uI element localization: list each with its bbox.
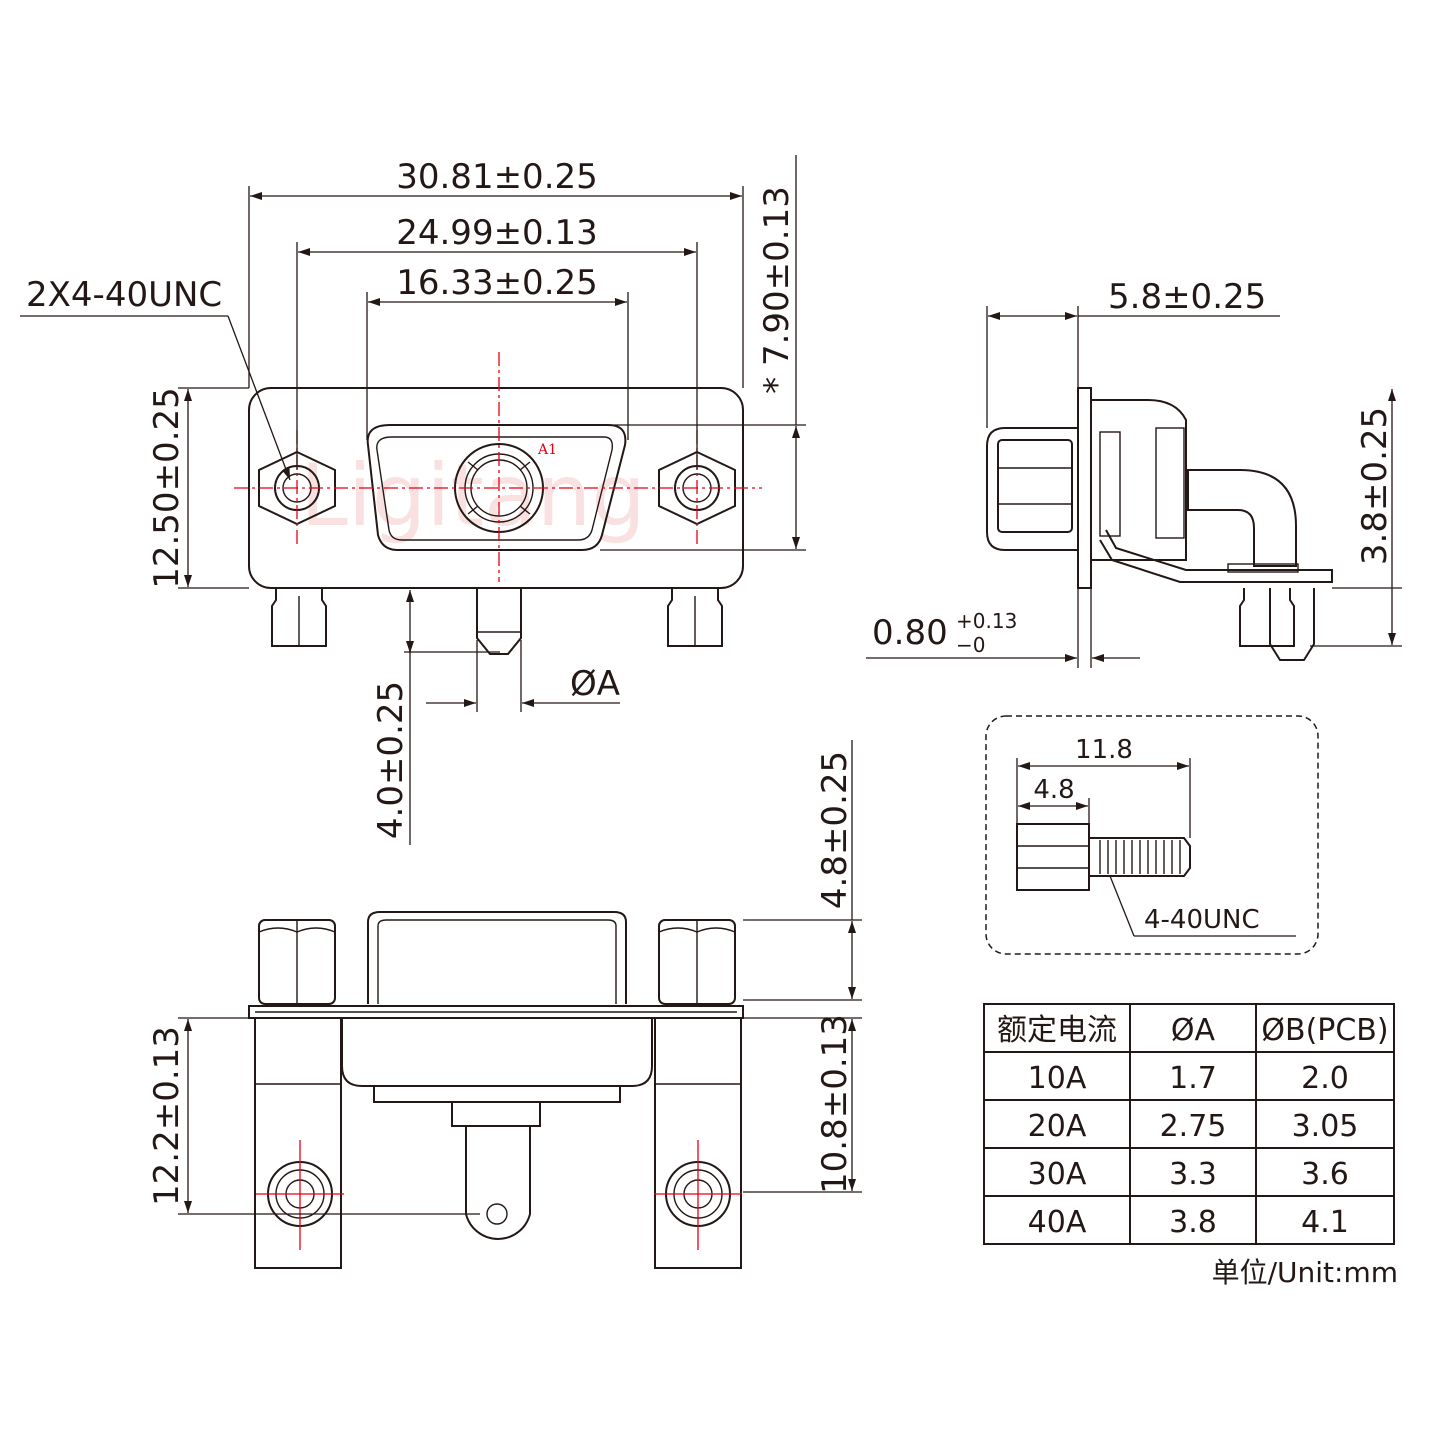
- bottom-power-pin: [465, 1126, 531, 1240]
- table-cell: 3.05: [1292, 1109, 1359, 1144]
- dim-screw-spacing: 24.99±0.13: [396, 213, 598, 253]
- table-cell: 20A: [1028, 1109, 1087, 1144]
- dim-pin-length: 4.0±0.25: [371, 681, 411, 839]
- table-cell: 40A: [1028, 1205, 1087, 1240]
- table-cell: 3.8: [1169, 1205, 1217, 1240]
- table-cell: 2.0: [1301, 1061, 1349, 1096]
- dim-screw-total: 11.8: [1075, 735, 1133, 765]
- side-view: 5.8±0.25 3.8±0.25 0.80 +0.13 −0: [866, 277, 1402, 668]
- label-screw: 2X4-40UNC: [26, 275, 222, 315]
- watermark: Ligitang: [300, 446, 646, 546]
- current-table: 额定电流 ØA ØB(PCB) 10A 1.7 2.0 20A 2.75 3.0…: [983, 1003, 1398, 1289]
- table-cell: 2.75: [1160, 1109, 1227, 1144]
- bottom-plate: [248, 1005, 744, 1019]
- dim-height: 12.50±0.25: [147, 387, 187, 589]
- dim-standoff: 4.8±0.25: [815, 751, 855, 909]
- unit-note: 单位/Unit:mm: [1212, 1256, 1398, 1289]
- bottom-shell-body: [341, 1018, 653, 1087]
- bottom-shell-top: [367, 911, 627, 1004]
- bottom-right-leg: [654, 1017, 742, 1269]
- dim-pcb-height: 3.8±0.25: [1355, 407, 1395, 565]
- dim-plate-tol-lower: −0: [956, 633, 985, 657]
- screw-hex-head: [1016, 823, 1090, 891]
- table-header-dia-a: ØA: [1171, 1013, 1216, 1048]
- dim-overall-width: 30.81±0.25: [396, 157, 598, 197]
- dim-left: 12.2±0.13: [147, 1026, 187, 1206]
- d-shell-outer: [366, 424, 627, 551]
- table-cell: 1.7: [1169, 1061, 1217, 1096]
- table-cell: 4.1: [1301, 1205, 1349, 1240]
- label-pin-dia: ØA: [570, 664, 620, 704]
- dim-right: 10.8±0.13: [815, 1014, 855, 1194]
- side-elbow-contact: [1187, 469, 1297, 567]
- screw-thread: [1089, 837, 1191, 877]
- dim-shell-width: 16.33±0.25: [396, 263, 598, 303]
- dim-plate-tol-upper: +0.13: [956, 609, 1017, 633]
- dim-plate-thickness: 0.80: [872, 613, 948, 653]
- front-view: Ligitang A1: [20, 155, 806, 845]
- side-body: [1091, 399, 1187, 561]
- dim-depth: 5.8±0.25: [1108, 277, 1266, 317]
- label-screw-thread: 4-40UNC: [1144, 905, 1260, 935]
- table-cell: 3.3: [1169, 1157, 1217, 1192]
- d-shell-inner: [376, 436, 614, 541]
- table-cell: 10A: [1028, 1061, 1087, 1096]
- pin-label: A1: [537, 442, 557, 458]
- bottom-left-leg: [254, 1017, 342, 1269]
- side-standoff: [986, 427, 1079, 551]
- table-header-dia-b: ØB(PCB): [1261, 1013, 1388, 1048]
- table-cell: 30A: [1028, 1157, 1087, 1192]
- side-mounting-plate: [1077, 387, 1092, 589]
- screw-detail: 11.8 4.8 4-40UNC: [985, 715, 1319, 955]
- screw-detail-frame: [985, 715, 1319, 955]
- bottom-view: 4.8±0.25 10.8±0.13 12.2±0.13: [147, 740, 862, 1269]
- side-bracket: [1099, 529, 1333, 583]
- table-cell: 3.6: [1301, 1157, 1349, 1192]
- power-pin-tail: [476, 588, 522, 655]
- table-header-current: 额定电流: [997, 1013, 1117, 1048]
- dim-top-offset: * 7.90±0.13: [757, 186, 797, 394]
- side-board-lock: [1239, 588, 1295, 647]
- dim-screw-head: 4.8: [1033, 775, 1074, 805]
